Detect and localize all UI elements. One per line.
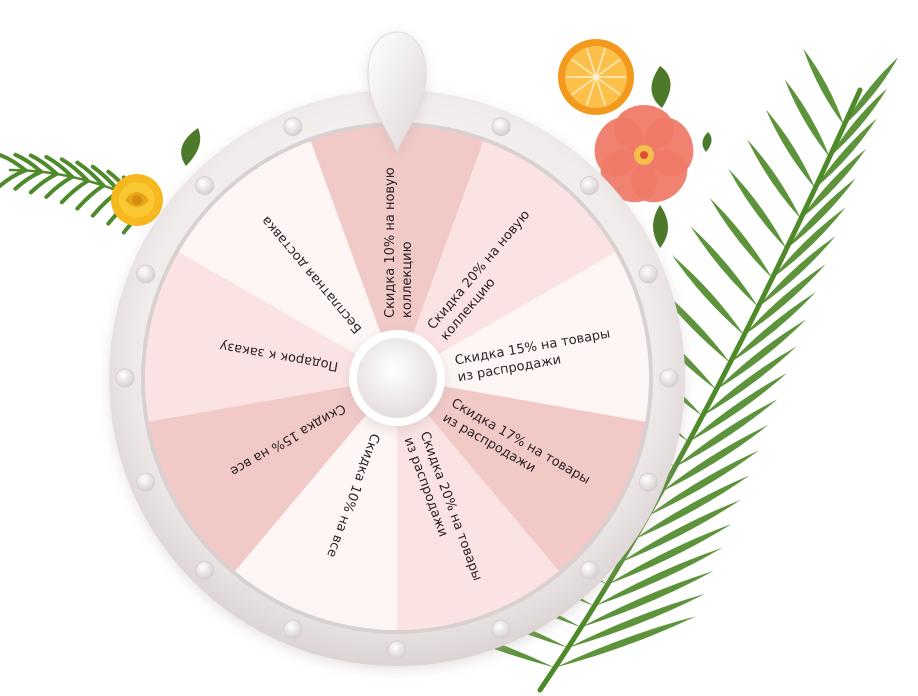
leaf-icon [651,66,671,108]
rim-bolt [491,619,511,639]
rim-bolt [283,117,303,137]
rim-bolt [579,560,599,580]
rim-bolt [136,264,156,284]
wheel-segment [397,378,646,572]
segment-label-line1: Скидка 10% на новую [383,167,398,318]
wheel-segment [178,141,397,378]
yellow-rose-icon [111,174,163,226]
orange-slice-icon [558,39,634,115]
rim-bolt [195,176,215,196]
wheel-bolts [115,117,679,660]
wheel-pointer-icon [367,31,427,154]
leaf-icon [653,205,668,248]
rim-bolt [638,472,658,492]
rim-bolt [195,560,215,580]
wheel-segment [397,141,616,378]
leaf-icon [181,128,201,166]
rim-bolt [491,117,511,137]
rim-bolt [283,619,303,639]
spin-button[interactable] [357,338,437,418]
rim-bolt [115,368,135,388]
rim-bolt [579,176,599,196]
rim-bolt [136,472,156,492]
wheel-segment [148,378,397,572]
hibiscus-flower-icon [594,105,694,203]
rim-bolt [659,368,679,388]
wheel-segment [235,378,397,630]
rim-bolt [387,640,407,660]
rim-bolt [638,264,658,284]
wheel-segment [310,126,484,378]
wheel-segments [144,126,649,630]
wheel-segment [397,252,649,422]
wheel-segment [397,378,559,630]
wheel-segment [144,252,397,422]
leaf-icon [702,132,712,152]
segment-label-line2: коллекцию [400,241,415,318]
